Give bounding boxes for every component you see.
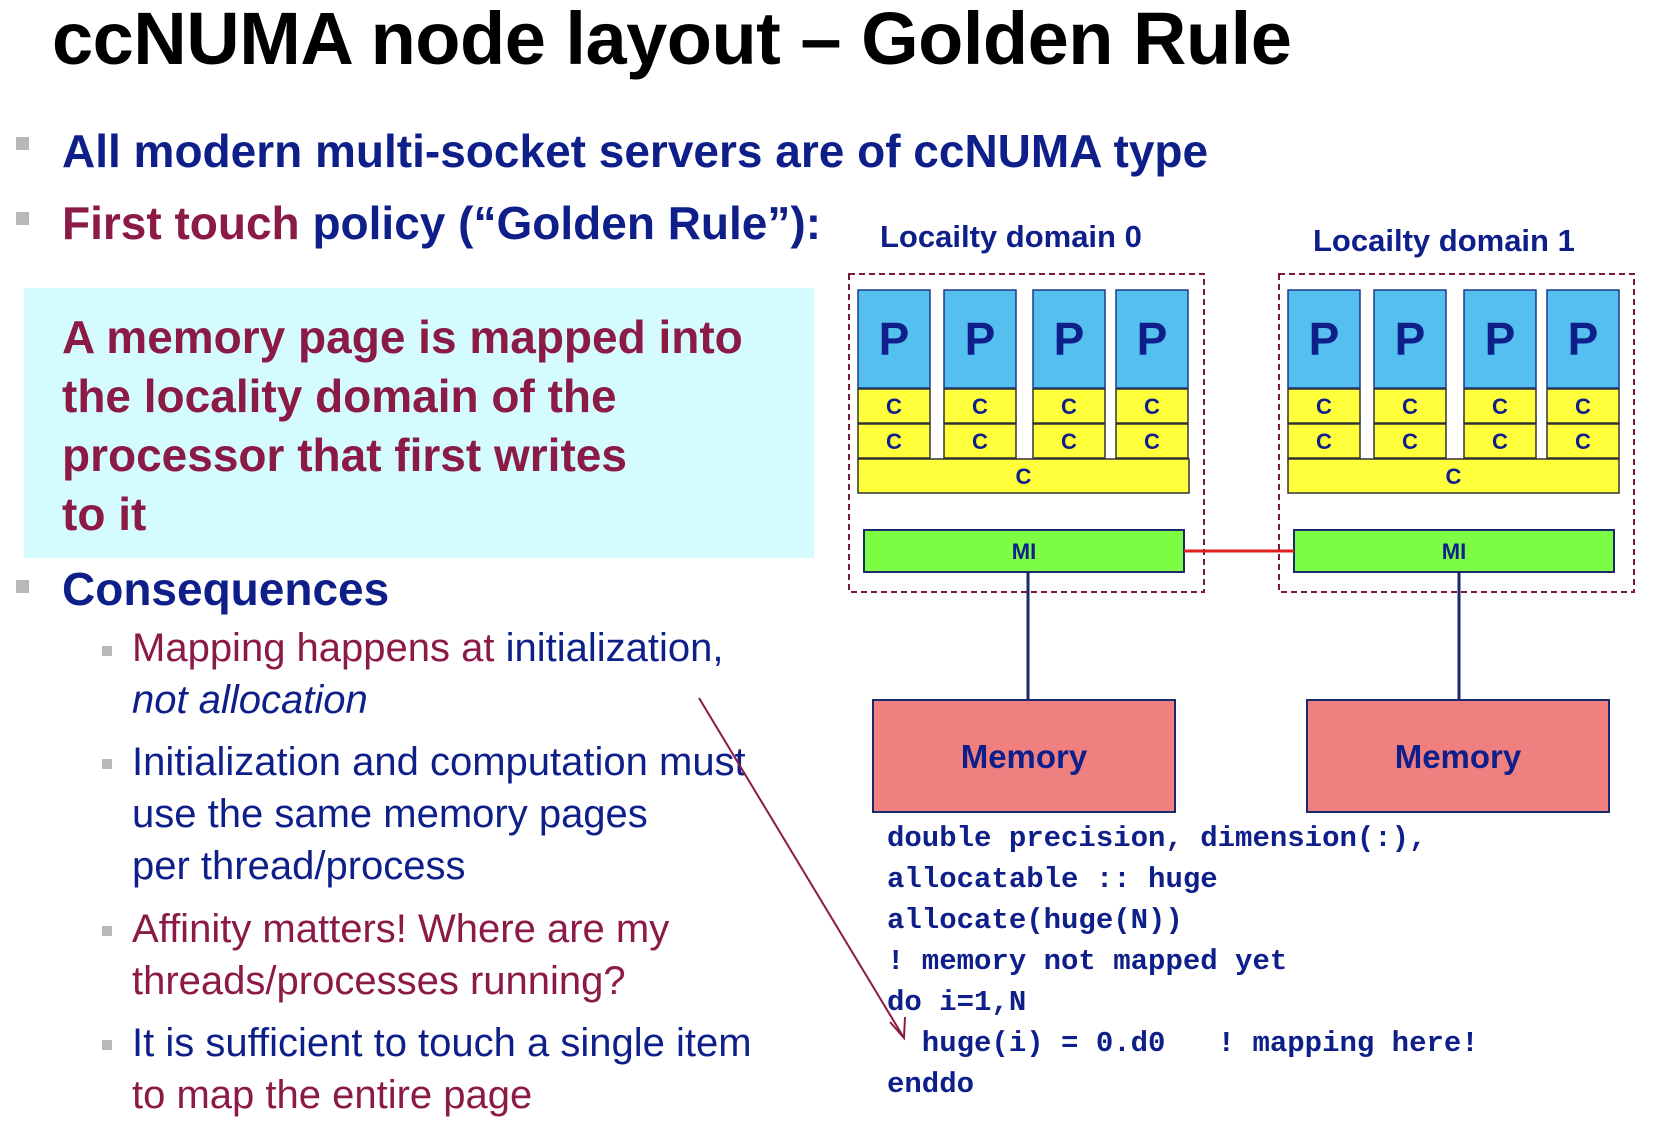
cache-label: C: [1492, 429, 1508, 454]
mapping-text: Mapping happens at: [132, 626, 506, 670]
l1-cache-1-1: [1373, 388, 1447, 424]
processor-1-0: [1287, 289, 1361, 389]
processor-0-1: [943, 289, 1017, 389]
sub-bullet-init-line1: Initialization and computation must: [132, 740, 746, 784]
rule-line-2: the locality domain of the: [62, 370, 617, 422]
cache-label: C: [1144, 394, 1160, 419]
processor-1-3: [1546, 289, 1620, 389]
cache-label: C: [1492, 394, 1508, 419]
code-line-5: do i=1,N: [887, 986, 1027, 1019]
cache-label: C: [1402, 429, 1418, 454]
cache-label: C: [1446, 464, 1462, 489]
bullet-first-touch: First touch policy (“Golden Rule”):: [62, 196, 821, 250]
processor-1-1: [1373, 289, 1447, 389]
cache-label: C: [886, 429, 902, 454]
l1-cache-0-1: [943, 388, 1017, 424]
bullet-marker: [16, 212, 29, 225]
processor-label: P: [1485, 313, 1516, 365]
cache-label: C: [1316, 429, 1332, 454]
code-line-6: huge(i) = 0.d0 ! mapping here!: [887, 1027, 1479, 1060]
processor-1-2: [1463, 289, 1537, 389]
processor-0-2: [1032, 289, 1106, 389]
page-title: ccNUMA node layout – Golden Rule: [52, 0, 1292, 80]
sub-bullet-affinity-line2: threads/processes running?: [132, 959, 626, 1003]
consequences-heading: Consequences: [62, 563, 390, 615]
bullet-marker: [16, 137, 29, 150]
memory-label: Memory: [961, 738, 1088, 775]
shared-cache-0: [857, 458, 1190, 494]
processor-label: P: [1054, 313, 1085, 365]
l2-cache-1-2: [1463, 423, 1537, 459]
cache-label: C: [972, 429, 988, 454]
sub-bullet-marker: [102, 759, 112, 769]
cache-label: C: [886, 394, 902, 419]
cache-label: C: [1575, 429, 1591, 454]
golden-rule-text: policy (“Golden Rule”):: [299, 197, 822, 249]
memory-interface-0: [863, 529, 1185, 573]
memory-interface-1: [1293, 529, 1615, 573]
cache-label: C: [1061, 394, 1077, 419]
l1-cache-1-3: [1546, 388, 1620, 424]
l1-cache-0-2: [1032, 388, 1106, 424]
l1-cache-0-3: [1115, 388, 1189, 424]
code-line-7: enddo: [887, 1068, 975, 1101]
cache-label: C: [972, 394, 988, 419]
sub-bullet-marker: [102, 926, 112, 936]
processor-label: P: [1395, 313, 1426, 365]
cache-label: C: [1061, 429, 1077, 454]
locality-domain-border-1: [1278, 273, 1635, 593]
processor-label: P: [879, 313, 910, 365]
l2-cache-1-1: [1373, 423, 1447, 459]
sub-bullet-affinity-line1: Affinity matters! Where are my: [132, 907, 670, 951]
l1-cache-1-2: [1463, 388, 1537, 424]
processor-0-3: [1115, 289, 1189, 389]
code-line-2: allocatable :: huge: [887, 863, 1218, 896]
l2-cache-0-0: [857, 423, 931, 459]
cache-label: C: [1402, 394, 1418, 419]
processor-label: P: [965, 313, 996, 365]
sub-bullet-mapping-line1: Mapping happens at initialization,: [132, 626, 724, 671]
sub-bullet-marker: [102, 1040, 112, 1050]
bullet-ccnuma-type: All modern multi-socket servers are of c…: [62, 125, 1209, 177]
processor-label: P: [1309, 313, 1340, 365]
sub-bullet-mapping-line2: not allocation: [132, 678, 368, 722]
l2-cache-1-3: [1546, 423, 1620, 459]
sub-bullet-init-line3: per thread/process: [132, 844, 466, 888]
memory-label: Memory: [1395, 738, 1522, 775]
domain-1-label: Locailty domain 1: [1313, 223, 1575, 258]
l2-cache-1-0: [1287, 423, 1361, 459]
processor-label: P: [1137, 313, 1168, 365]
initialization-text: initialization,: [505, 626, 724, 670]
golden-rule-box: [24, 288, 814, 558]
l1-cache-1-0: [1287, 388, 1361, 424]
cache-label: C: [1575, 394, 1591, 419]
l2-cache-0-2: [1032, 423, 1106, 459]
bullet-marker: [16, 580, 29, 593]
processor-label: P: [1568, 313, 1599, 365]
rule-line-1: A memory page is mapped into: [62, 311, 743, 363]
code-line-1: double precision, dimension(:),: [887, 822, 1427, 855]
l1-cache-0-0: [857, 388, 931, 424]
sub-bullet-init-line2: use the same memory pages: [132, 792, 648, 836]
code-line-3: allocate(huge(N)): [887, 904, 1183, 937]
mi-label: MI: [1442, 539, 1466, 564]
cache-label: C: [1016, 464, 1032, 489]
domain-0-label: Locailty domain 0: [880, 219, 1142, 254]
processor-0-0: [857, 289, 931, 389]
rule-line-4: to it: [62, 488, 147, 540]
sub-bullet-sufficient-line1: It is sufficient to touch a single item: [132, 1021, 752, 1065]
l2-cache-0-3: [1115, 423, 1189, 459]
cache-label: C: [1316, 394, 1332, 419]
sub-bullet-sufficient-line2: to map the entire page: [132, 1073, 533, 1117]
cache-label: C: [1144, 429, 1160, 454]
rule-line-3: processor that first writes: [62, 429, 627, 481]
first-touch-text: First touch: [62, 197, 300, 249]
memory-box-1: [1306, 699, 1610, 813]
mi-label: MI: [1012, 539, 1036, 564]
shared-cache-1: [1287, 458, 1620, 494]
code-line-4: ! memory not mapped yet: [887, 945, 1288, 978]
l2-cache-0-1: [943, 423, 1017, 459]
sub-bullet-marker: [102, 646, 112, 656]
